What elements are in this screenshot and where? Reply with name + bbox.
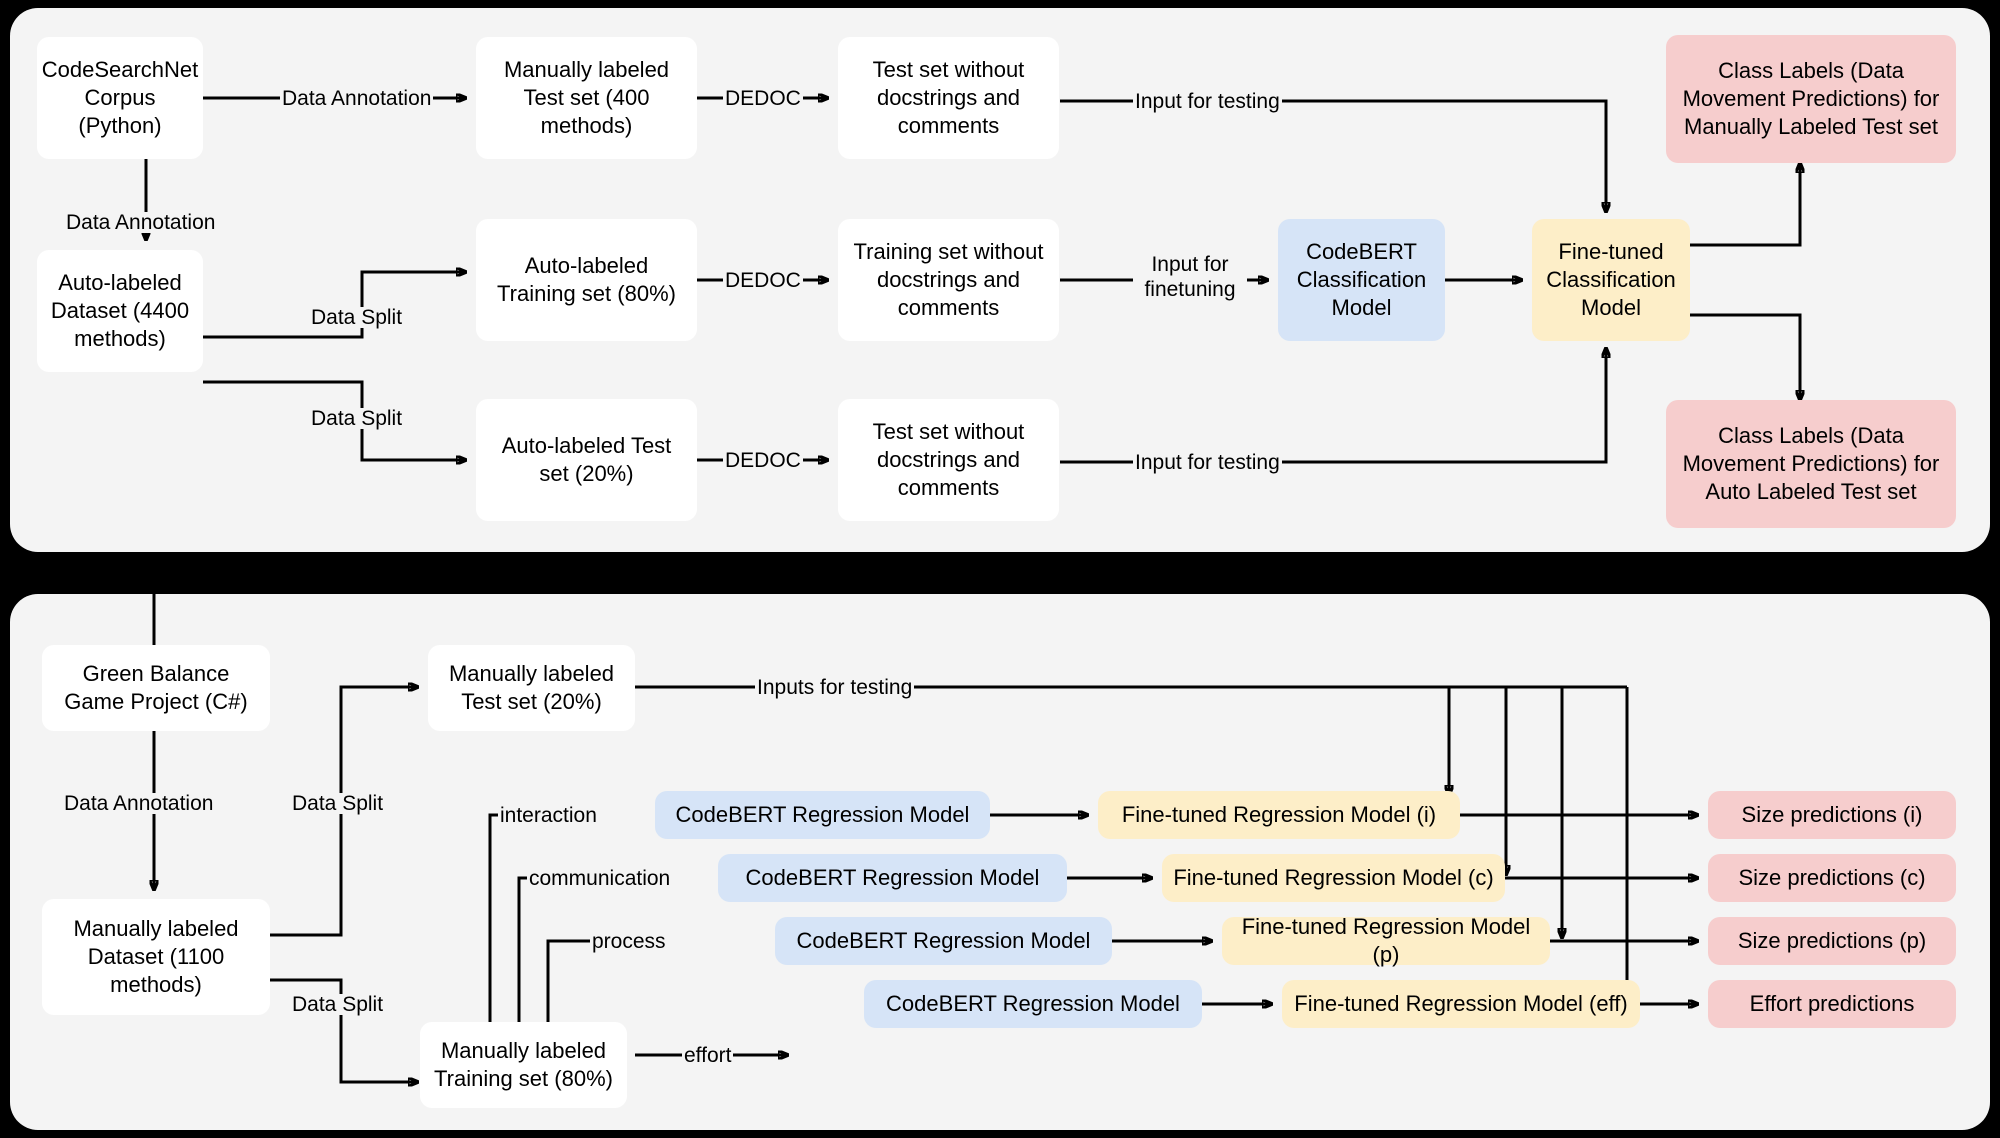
edge-label-input-for-testing-1: Input for testing [1133,90,1282,113]
node-label: CodeBERT Regression Model [886,990,1180,1016]
node-label: Auto-labeled Test set (20%) [501,432,672,486]
edge-label-inputs-for-testing: Inputs for testing [755,676,915,699]
node-codebert-regression-communication[interactable]: CodeBERT Regression Model [718,854,1067,902]
node-codebert-regression-effort[interactable]: CodeBERT Regression Model [864,980,1202,1028]
node-manually-labeled-dataset[interactable]: Manually labeled Dataset (1100 methods) [42,899,270,1015]
node-label: Auto-labeled Dataset (4400 methods) [50,269,190,352]
edge-label-dedoc-2: DEDOC [723,269,803,292]
node-label: Size predictions (i) [1741,801,1923,827]
edge-label-data-annotation-bottom: Data Annotation [62,792,216,815]
edge-label-data-annotation-2: Data Annotation [64,211,218,234]
node-label: CodeBERT Classification Model [1296,238,1427,321]
node-manually-labeled-training-set[interactable]: Manually labeled Training set (80%) [420,1022,627,1108]
node-class-labels-manual[interactable]: Class Labels (Data Movement Predictions)… [1666,35,1956,163]
node-label: Class Labels (Data Movement Predictions)… [1682,422,1940,505]
node-class-labels-auto[interactable]: Class Labels (Data Movement Predictions)… [1666,400,1956,528]
node-codebert-classification-model[interactable]: CodeBERT Classification Model [1278,219,1445,341]
node-label: Effort predictions [1749,990,1915,1016]
node-label: Green Balance Game Project (C#) [64,660,248,714]
node-size-predictions-i[interactable]: Size predictions (i) [1708,791,1956,839]
node-manual-test-set-dedoc[interactable]: Test set without docstrings and comments [838,37,1059,159]
node-label: CodeBERT Regression Model [675,801,970,827]
edge-label-input-for-testing-2: Input for testing [1133,451,1282,474]
edge-label-effort: effort [682,1044,734,1067]
node-finetuned-regression-eff[interactable]: Fine-tuned Regression Model (eff) [1282,980,1640,1028]
node-effort-predictions[interactable]: Effort predictions [1708,980,1956,1028]
node-label: CodeBERT Regression Model [745,864,1040,890]
node-auto-labeled-test-set[interactable]: Auto-labeled Test set (20%) [476,399,697,521]
edge-label-interaction: interaction [498,804,599,827]
node-label: CodeBERT Regression Model [796,927,1091,953]
node-label: Manually labeled Training set (80%) [434,1037,613,1091]
node-label: Fine-tuned Regression Model (i) [1121,801,1437,827]
node-auto-labeled-dataset[interactable]: Auto-labeled Dataset (4400 methods) [37,250,203,372]
node-label: Fine-tuned Classification Model [1546,238,1676,321]
edge-label-data-split-bottom-1: Data Split [290,792,386,815]
edge-label-dedoc-3: DEDOC [723,449,803,472]
node-codebert-regression-process[interactable]: CodeBERT Regression Model [775,917,1112,965]
node-size-predictions-c[interactable]: Size predictions (c) [1708,854,1956,902]
edge-label-input-for-finetuning: Input for finetuning [1133,252,1247,303]
node-auto-test-set-dedoc[interactable]: Test set without docstrings and comments [838,399,1059,521]
node-label: Test set without docstrings and comments [872,56,1025,139]
node-label: Fine-tuned Regression Model (eff) [1294,990,1628,1016]
node-label: Manually labeled Dataset (1100 methods) [73,915,239,998]
edge-label-dedoc-1: DEDOC [723,87,803,110]
node-manually-labeled-test-set-20[interactable]: Manually labeled Test set (20%) [428,645,635,731]
node-label: Class Labels (Data Movement Predictions)… [1682,57,1940,140]
edge-label-process: process [590,930,668,953]
node-label: Training set without docstrings and comm… [853,238,1044,321]
node-manually-labeled-test-set[interactable]: Manually labeled Test set (400 methods) [476,37,697,159]
node-label: CodeSearchNet Corpus (Python) [41,56,199,139]
node-label: Fine-tuned Regression Model (c) [1173,864,1494,890]
node-finetuned-regression-i[interactable]: Fine-tuned Regression Model (i) [1098,791,1460,839]
node-green-balance-project[interactable]: Green Balance Game Project (C#) [42,645,270,731]
node-finetuned-regression-c[interactable]: Fine-tuned Regression Model (c) [1162,854,1505,902]
edge-label-data-split-bottom-2: Data Split [290,993,386,1016]
node-finetuned-regression-p[interactable]: Fine-tuned Regression Model (p) [1222,914,1550,967]
node-codebert-regression-interaction[interactable]: CodeBERT Regression Model [655,791,990,839]
node-auto-labeled-training-set[interactable]: Auto-labeled Training set (80%) [476,219,697,341]
edge-label-data-split-1: Data Split [309,306,405,329]
node-label: Auto-labeled Training set (80%) [497,252,676,306]
node-label: Size predictions (c) [1738,864,1926,890]
node-codesearchnet-corpus[interactable]: CodeSearchNet Corpus (Python) [37,37,203,159]
node-size-predictions-p[interactable]: Size predictions (p) [1708,917,1956,965]
node-auto-training-set-dedoc[interactable]: Training set without docstrings and comm… [838,219,1059,341]
edge-label-data-annotation-1: Data Annotation [280,87,434,110]
edge-label-data-split-2: Data Split [309,407,405,430]
node-label: Manually labeled Test set (20%) [448,660,615,714]
edge-label-communication: communication [527,867,673,890]
node-label: Test set without docstrings and comments [872,418,1025,501]
node-label: Size predictions (p) [1737,927,1927,953]
node-finetuned-classification-model[interactable]: Fine-tuned Classification Model [1532,219,1690,341]
node-label: Manually labeled Test set (400 methods) [503,56,670,139]
node-label: Fine-tuned Regression Model (p) [1241,913,1531,967]
